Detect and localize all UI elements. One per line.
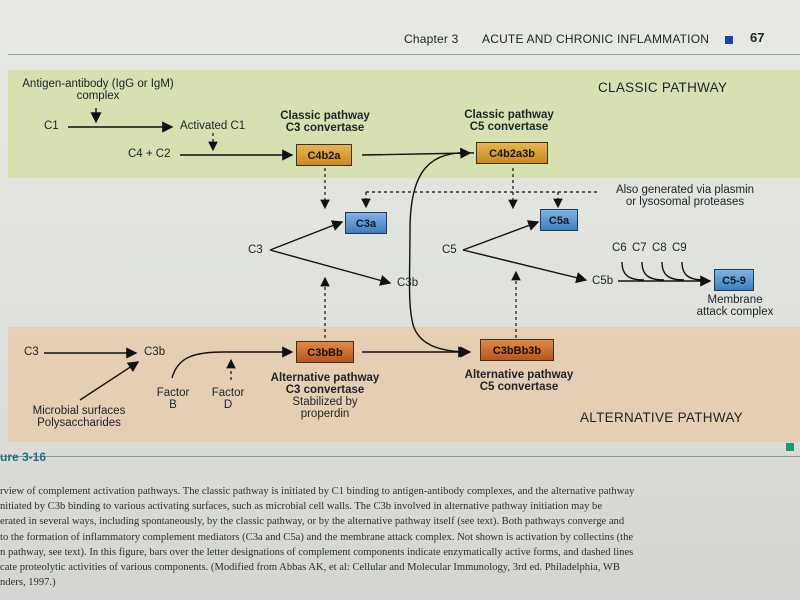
c7-label: C7 xyxy=(632,242,647,254)
c3bbb-box: C3bBb xyxy=(296,341,354,363)
figure-rule xyxy=(0,456,800,457)
activated-c1-label: Activated C1 xyxy=(180,120,246,132)
factor-b-label: Factor B xyxy=(156,387,190,411)
c1-label: C1 xyxy=(44,120,59,132)
membrane-attack-complex-label: Membrane attack complex xyxy=(696,294,774,318)
classic-c3-convertase-label: Classic pathway C3 convertase xyxy=(280,110,370,134)
alternative-pathway-label: ALTERNATIVE PATHWAY xyxy=(580,410,743,425)
microbial-surfaces-label: Microbial surfaces Polysaccharides xyxy=(32,405,126,429)
header-square-icon xyxy=(725,36,733,44)
c3-label: C3 xyxy=(248,244,263,256)
classic-c5-convertase-label: Classic pathway C5 convertase xyxy=(464,109,554,133)
caption-line: n pathway, see text). In this figure, ba… xyxy=(0,546,634,558)
c9-label: C9 xyxy=(672,242,687,254)
chapter-title: ACUTE AND CHRONIC INFLAMMATION xyxy=(482,32,710,46)
caption-line: rview of complement activation pathways.… xyxy=(0,486,635,497)
alternative-pathway-band xyxy=(8,327,800,442)
c3b-label: C3b xyxy=(397,277,419,289)
c6-label: C6 xyxy=(612,242,627,254)
c4-c2-label: C4 + C2 xyxy=(128,148,171,160)
chapter-label: Chapter 3 xyxy=(404,32,459,46)
c5a-box: C5a xyxy=(540,209,578,231)
antigen-antibody-label: Antigen-antibody (IgG or IgM) complex xyxy=(22,78,174,102)
caption-line: erated in several ways, including sponta… xyxy=(0,516,625,528)
alt-c3-convertase-label: Alternative pathway C3 convertase Stabil… xyxy=(270,372,380,420)
plasmin-note: Also generated via plasmin or lysosomal … xyxy=(615,184,755,208)
c5-label: C5 xyxy=(442,244,457,256)
alt-c5-convertase-label: Alternative pathway C5 convertase xyxy=(464,369,574,393)
classic-pathway-band xyxy=(8,70,800,178)
c5-9-box: C5-9 xyxy=(714,269,754,291)
c4b2a-box: C4b2a xyxy=(296,144,352,166)
c8-label: C8 xyxy=(652,242,667,254)
factor-d-label: Factor D xyxy=(211,387,245,411)
figure-marker-square xyxy=(786,443,794,451)
figure-caption: rview of complement activation pathways.… xyxy=(0,484,800,590)
page-number: 67 xyxy=(750,30,765,45)
alt-c3-label: C3 xyxy=(24,346,39,358)
classic-pathway-label: CLASSIC PATHWAY xyxy=(598,80,728,95)
c3bbb3b-box: C3bBb3b xyxy=(480,339,554,361)
figure-label: ure 3-16 xyxy=(0,450,47,464)
c3a-box: C3a xyxy=(345,212,387,234)
caption-line: cate proteolytic activities of various c… xyxy=(0,562,620,574)
header-rule xyxy=(8,54,800,55)
c4b2a3b-box: C4b2a3b xyxy=(476,142,548,164)
caption-line: to the formation of inflammatory complem… xyxy=(0,531,634,543)
caption-line: nitiated by C3b binding to various activ… xyxy=(0,501,603,513)
alt-c3b-label: C3b xyxy=(144,346,166,358)
caption-line: nders, 1997.) xyxy=(0,577,56,589)
c5b-label: C5b xyxy=(592,275,614,287)
